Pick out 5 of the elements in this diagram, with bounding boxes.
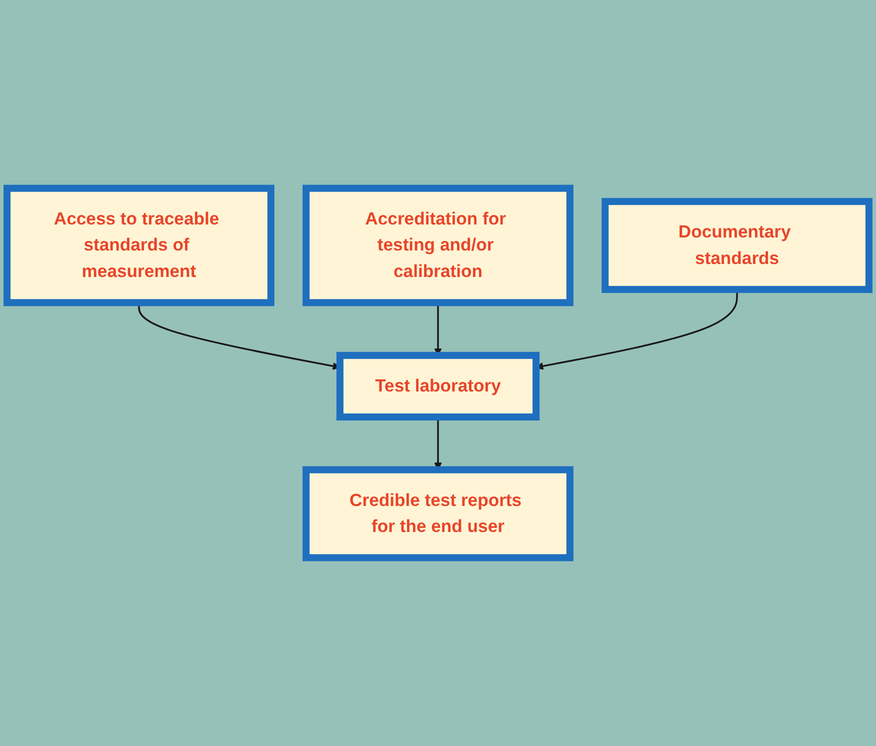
node-box: Credible test reports for the end user — [302, 466, 574, 562]
node-box: Accreditation for testing and/or calibration — [302, 184, 574, 306]
node-box: Test laboratory — [336, 352, 540, 420]
node-box: Documentary standards — [602, 198, 872, 293]
node-box: Access to traceable standards of measurement — [4, 184, 274, 306]
